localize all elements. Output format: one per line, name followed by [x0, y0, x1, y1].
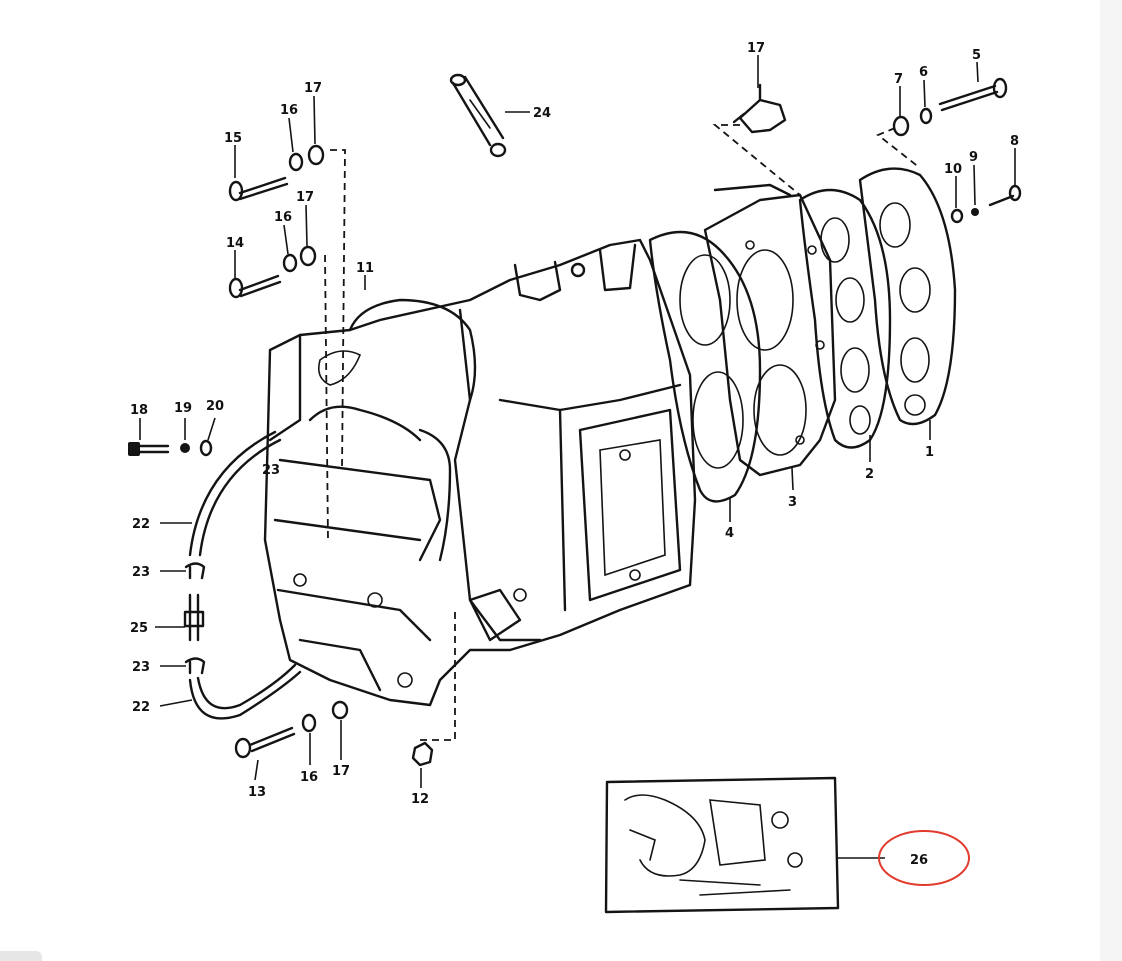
callout-labels: 15 16 17 14 16 17 11 24 17 5 6 7 8 9 10 …: [130, 41, 1019, 868]
callout-23b: 23: [132, 565, 150, 580]
washer-16a: [288, 152, 304, 172]
bolt-8: [988, 184, 1022, 207]
washer-16b: [282, 253, 298, 273]
washer-6: [919, 107, 933, 125]
callout-6: 6: [919, 65, 928, 80]
callout-17c: 17: [332, 764, 350, 779]
gasket-4: [648, 230, 762, 503]
washer-7: [892, 115, 910, 137]
callout-26: 26: [910, 853, 928, 868]
gasket-kit-26: [604, 776, 840, 914]
callout-25: 25: [130, 621, 148, 636]
callout-13: 13: [248, 785, 266, 800]
washer-17c: [331, 700, 349, 720]
callout-22a: 22: [132, 517, 150, 532]
washer-9: [971, 208, 979, 216]
washer-17a: [307, 144, 325, 166]
callout-5: 5: [972, 48, 981, 63]
nut-12: [411, 741, 434, 767]
callout-2: 2: [865, 467, 874, 482]
callout-14: 14: [226, 236, 244, 251]
bolt-14: [228, 274, 282, 299]
callout-17a: 17: [304, 81, 322, 96]
callout-16b: 16: [274, 210, 292, 225]
washer-17b: [299, 245, 317, 267]
callout-16a: 16: [280, 103, 298, 118]
corner-tab: [0, 951, 42, 961]
crankcase-body: [263, 238, 697, 707]
callout-23c: 23: [132, 660, 150, 675]
callout-8: 8: [1010, 134, 1019, 149]
callout-11: 11: [356, 261, 374, 276]
washer-19: [180, 443, 190, 453]
callout-1: 1: [925, 445, 934, 460]
callout-4: 4: [725, 526, 734, 541]
cover-1: [858, 167, 957, 426]
callout-23a: 23: [262, 463, 280, 478]
clamp-23a: [184, 562, 206, 580]
bolt-15: [228, 176, 289, 202]
callout-16c: 16: [300, 770, 318, 785]
callout-10: 10: [944, 162, 962, 177]
callout-22b: 22: [132, 700, 150, 715]
washer-10: [950, 208, 964, 224]
callout-3: 3: [788, 495, 797, 510]
fitting-25: [183, 593, 205, 642]
callout-21: 17: [747, 41, 765, 56]
callout-12: 12: [411, 792, 429, 807]
plug-18: [128, 442, 170, 456]
bolt-5: [938, 77, 1008, 112]
clip-20: [199, 439, 213, 457]
fitting-21: [732, 83, 787, 134]
callout-19: 19: [174, 401, 192, 416]
callout-9: 9: [969, 150, 978, 165]
right-gutter: [1100, 0, 1122, 961]
callout-24: 24: [533, 106, 551, 121]
washer-16c: [301, 713, 317, 733]
leader-lines: [139, 55, 1016, 859]
cylinder-head-3: [703, 183, 837, 477]
bolt-13: [234, 726, 296, 759]
callout-15: 15: [224, 131, 242, 146]
callout-20: 20: [206, 399, 224, 414]
pin-24: [449, 73, 507, 158]
clamp-23b: [184, 657, 206, 675]
hose-22-lower: [188, 663, 302, 720]
callout-7: 7: [894, 72, 903, 87]
callout-17b: 17: [296, 190, 314, 205]
highlight-ring-26: [878, 830, 970, 886]
hose-22-upper: [188, 430, 282, 557]
callout-18: 18: [130, 403, 148, 418]
